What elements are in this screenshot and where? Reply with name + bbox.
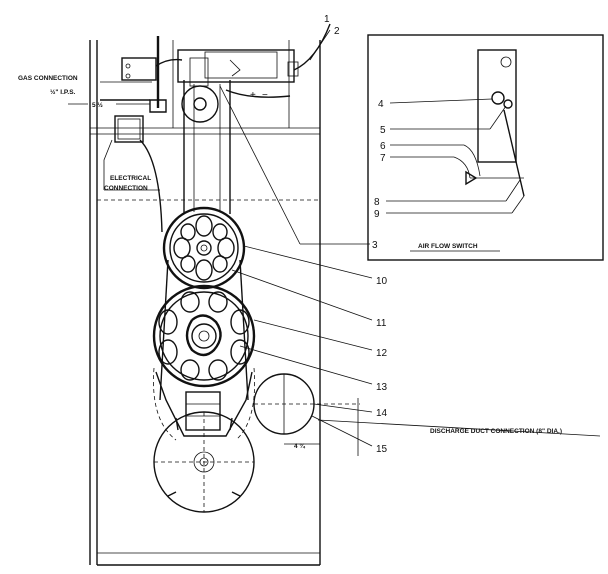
drum-pulley (152, 284, 256, 388)
callout-10: 10 (376, 276, 388, 287)
callout-2: 2 (334, 26, 340, 37)
callout-14: 14 (376, 408, 388, 419)
callout-9: 9 (374, 209, 380, 220)
blower-wheel (153, 411, 255, 513)
callout-4: 4 (378, 99, 384, 110)
callout-8: 8 (374, 197, 380, 208)
callout-3: 3 (372, 240, 378, 251)
minus-symbol: − (262, 90, 268, 101)
callout-1: 1 (324, 14, 330, 25)
blower-housing (153, 367, 255, 441)
gas-connection-label: GAS CONNECTION (18, 75, 78, 82)
burner-assembly: + − (177, 23, 331, 123)
electrical-label-1: ELECTRICAL (110, 175, 151, 182)
air-flow-switch-inset: AIR FLOW SWITCH (367, 34, 604, 261)
gas-size-label: ½" I.P.S. (50, 88, 76, 96)
callout-6: 6 (380, 141, 386, 152)
callout-7: 7 (380, 153, 386, 164)
air-flow-switch-label: AIR FLOW SWITCH (418, 243, 478, 250)
discharge-duct-label: DISCHARGE DUCT CONNECTION (8" DIA.) (430, 428, 562, 435)
electrical-box: ELECTRICAL CONNECTION (103, 115, 163, 233)
callout-12: 12 (376, 348, 388, 359)
offset-dimension: 5 ½ (92, 101, 103, 109)
dryer-cabinet (89, 40, 321, 566)
electrical-label-2: CONNECTION (104, 185, 148, 192)
callout-11: 11 (376, 318, 387, 329)
callout-15: 15 (376, 444, 388, 455)
callout-5: 5 (380, 125, 386, 136)
duct-dimension: 4 ¾ (294, 442, 305, 450)
discharge-duct: 4 ¾ DISCHARGE DUCT CONNECTION (8" DIA.) (253, 373, 601, 456)
gas-pipe: GAS CONNECTION ½" I.P.S. 5 ½ (18, 36, 183, 113)
idler-pulley (162, 206, 246, 290)
callouts: 1 2 3 4 5 6 7 8 9 10 11 12 13 (219, 14, 525, 455)
plus-symbol: + (250, 90, 256, 101)
callout-13: 13 (376, 382, 388, 393)
drive-belt (159, 80, 249, 401)
